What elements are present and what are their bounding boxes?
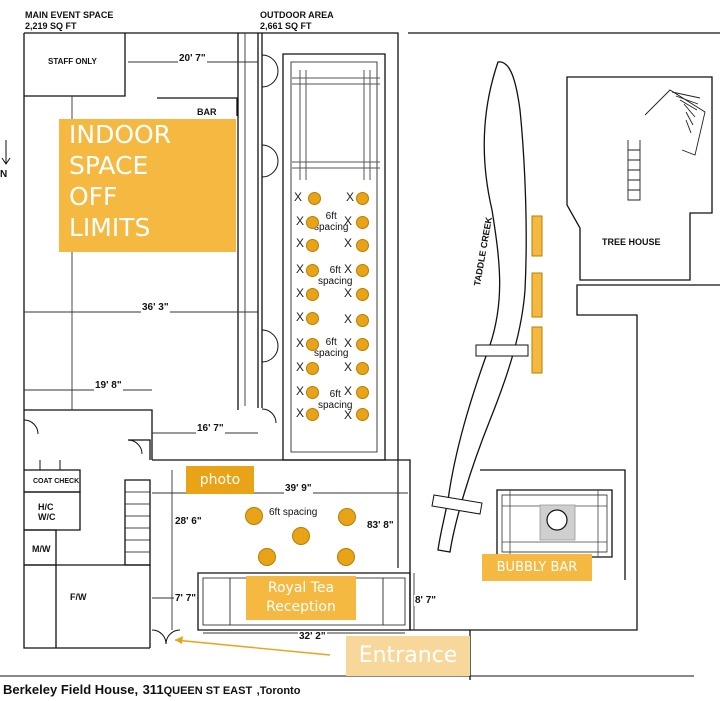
indoor-off-limits-overlay: INDOOR SPACE OFF LIMITS bbox=[59, 119, 236, 252]
tree-house-label: TREE HOUSE bbox=[602, 237, 661, 247]
footer-city: ,Toronto bbox=[256, 685, 301, 697]
hc-wc-label: H/C W/C bbox=[38, 502, 56, 522]
table-dot bbox=[356, 216, 369, 229]
x-mark: X bbox=[296, 262, 305, 276]
dimension-label: 16' 7" bbox=[196, 423, 225, 434]
x-mark: X bbox=[296, 236, 305, 250]
table-dot bbox=[292, 527, 310, 545]
table-dot bbox=[306, 312, 319, 325]
table-dot bbox=[308, 192, 321, 205]
bubbly-bar-overlay: BUBBLY BAR bbox=[482, 554, 592, 581]
x-mark: X bbox=[296, 310, 305, 324]
table-dot bbox=[306, 386, 319, 399]
table-dot bbox=[306, 288, 319, 301]
dimension-label: 19' 8" bbox=[94, 380, 123, 391]
x-mark: X bbox=[344, 336, 353, 350]
footer-street: QUEEN ST EAST bbox=[163, 685, 253, 697]
table-dot bbox=[356, 362, 369, 375]
footer-number: 311 bbox=[142, 682, 164, 697]
table-dot bbox=[356, 386, 369, 399]
mw-label: M/W bbox=[32, 544, 51, 554]
x-mark: X bbox=[344, 286, 353, 300]
x-mark: X bbox=[344, 262, 353, 276]
table-dot bbox=[306, 264, 319, 277]
table-dot bbox=[306, 239, 319, 252]
spacing-label: 6ft spacing bbox=[318, 389, 353, 411]
pergola bbox=[292, 70, 380, 180]
table-dot bbox=[306, 216, 319, 229]
table-dot bbox=[306, 338, 319, 351]
footer-venue: Berkeley Field House, bbox=[3, 682, 139, 697]
x-mark: X bbox=[296, 336, 305, 350]
table-dot bbox=[258, 548, 276, 566]
table-dot bbox=[338, 508, 356, 526]
table-dot bbox=[337, 548, 355, 566]
x-mark: X bbox=[296, 214, 305, 228]
x-mark: X bbox=[344, 214, 353, 228]
x-mark: X bbox=[296, 286, 305, 300]
x-mark: X bbox=[344, 236, 353, 250]
spacing-label: 6ft spacing bbox=[318, 265, 353, 287]
table-dot bbox=[356, 239, 369, 252]
photo-overlay: photo bbox=[186, 466, 254, 494]
table-dot bbox=[245, 507, 263, 525]
dimension-label: 8' 7" bbox=[414, 595, 438, 606]
table-dot bbox=[356, 264, 369, 277]
spacing-label: 6ft spacing bbox=[314, 337, 349, 359]
royal-tea-reception-overlay: Royal Tea Reception bbox=[246, 576, 356, 620]
taddle-creek-path bbox=[437, 61, 527, 553]
fw-label: F/W bbox=[70, 592, 87, 602]
table-dot bbox=[356, 408, 369, 421]
entrance-overlay: Entrance bbox=[346, 636, 470, 676]
x-mark: X bbox=[344, 408, 353, 422]
outdoor-area-size: 2,661 SQ FT bbox=[260, 21, 312, 31]
table-dot bbox=[306, 408, 319, 421]
table-dot bbox=[306, 362, 319, 375]
main-event-area: 2,219 SQ FT bbox=[25, 21, 77, 31]
spacing-label: 6ft spacing bbox=[314, 211, 349, 233]
x-mark: X bbox=[294, 190, 303, 204]
bar-label: BAR bbox=[197, 107, 217, 117]
dimension-label: 36' 3" bbox=[141, 302, 170, 313]
dimension-label: 28' 6" bbox=[174, 516, 203, 527]
dimension-label: 32' 2" bbox=[298, 631, 327, 642]
x-mark: X bbox=[346, 190, 355, 204]
outdoor-area-title: OUTDOOR AREA bbox=[260, 10, 334, 20]
x-mark: X bbox=[344, 360, 353, 374]
x-mark: X bbox=[344, 384, 353, 398]
dimension-label: 83' 8" bbox=[366, 520, 395, 531]
table-dot bbox=[356, 338, 369, 351]
coat-check-label: COAT CHECK bbox=[33, 478, 80, 485]
table-dot bbox=[356, 192, 369, 205]
table-dot bbox=[356, 288, 369, 301]
footer-address: Berkeley Field House, 311QUEEN ST EAST ,… bbox=[3, 681, 300, 699]
x-mark: X bbox=[296, 384, 305, 398]
dimension-label: 20' 7" bbox=[178, 53, 207, 64]
x-mark: X bbox=[296, 406, 305, 420]
table-dot bbox=[356, 314, 369, 327]
dimension-label: 39' 9" bbox=[284, 483, 313, 494]
compass-north: N bbox=[0, 169, 8, 180]
staff-only-label: STAFF ONLY bbox=[48, 57, 97, 66]
dimension-label: 7' 7" bbox=[174, 593, 198, 604]
x-mark: X bbox=[296, 360, 305, 374]
main-event-title: MAIN EVENT SPACE bbox=[25, 10, 114, 20]
x-mark: X bbox=[344, 312, 353, 326]
spacing-label: 6ft spacing bbox=[269, 507, 318, 518]
